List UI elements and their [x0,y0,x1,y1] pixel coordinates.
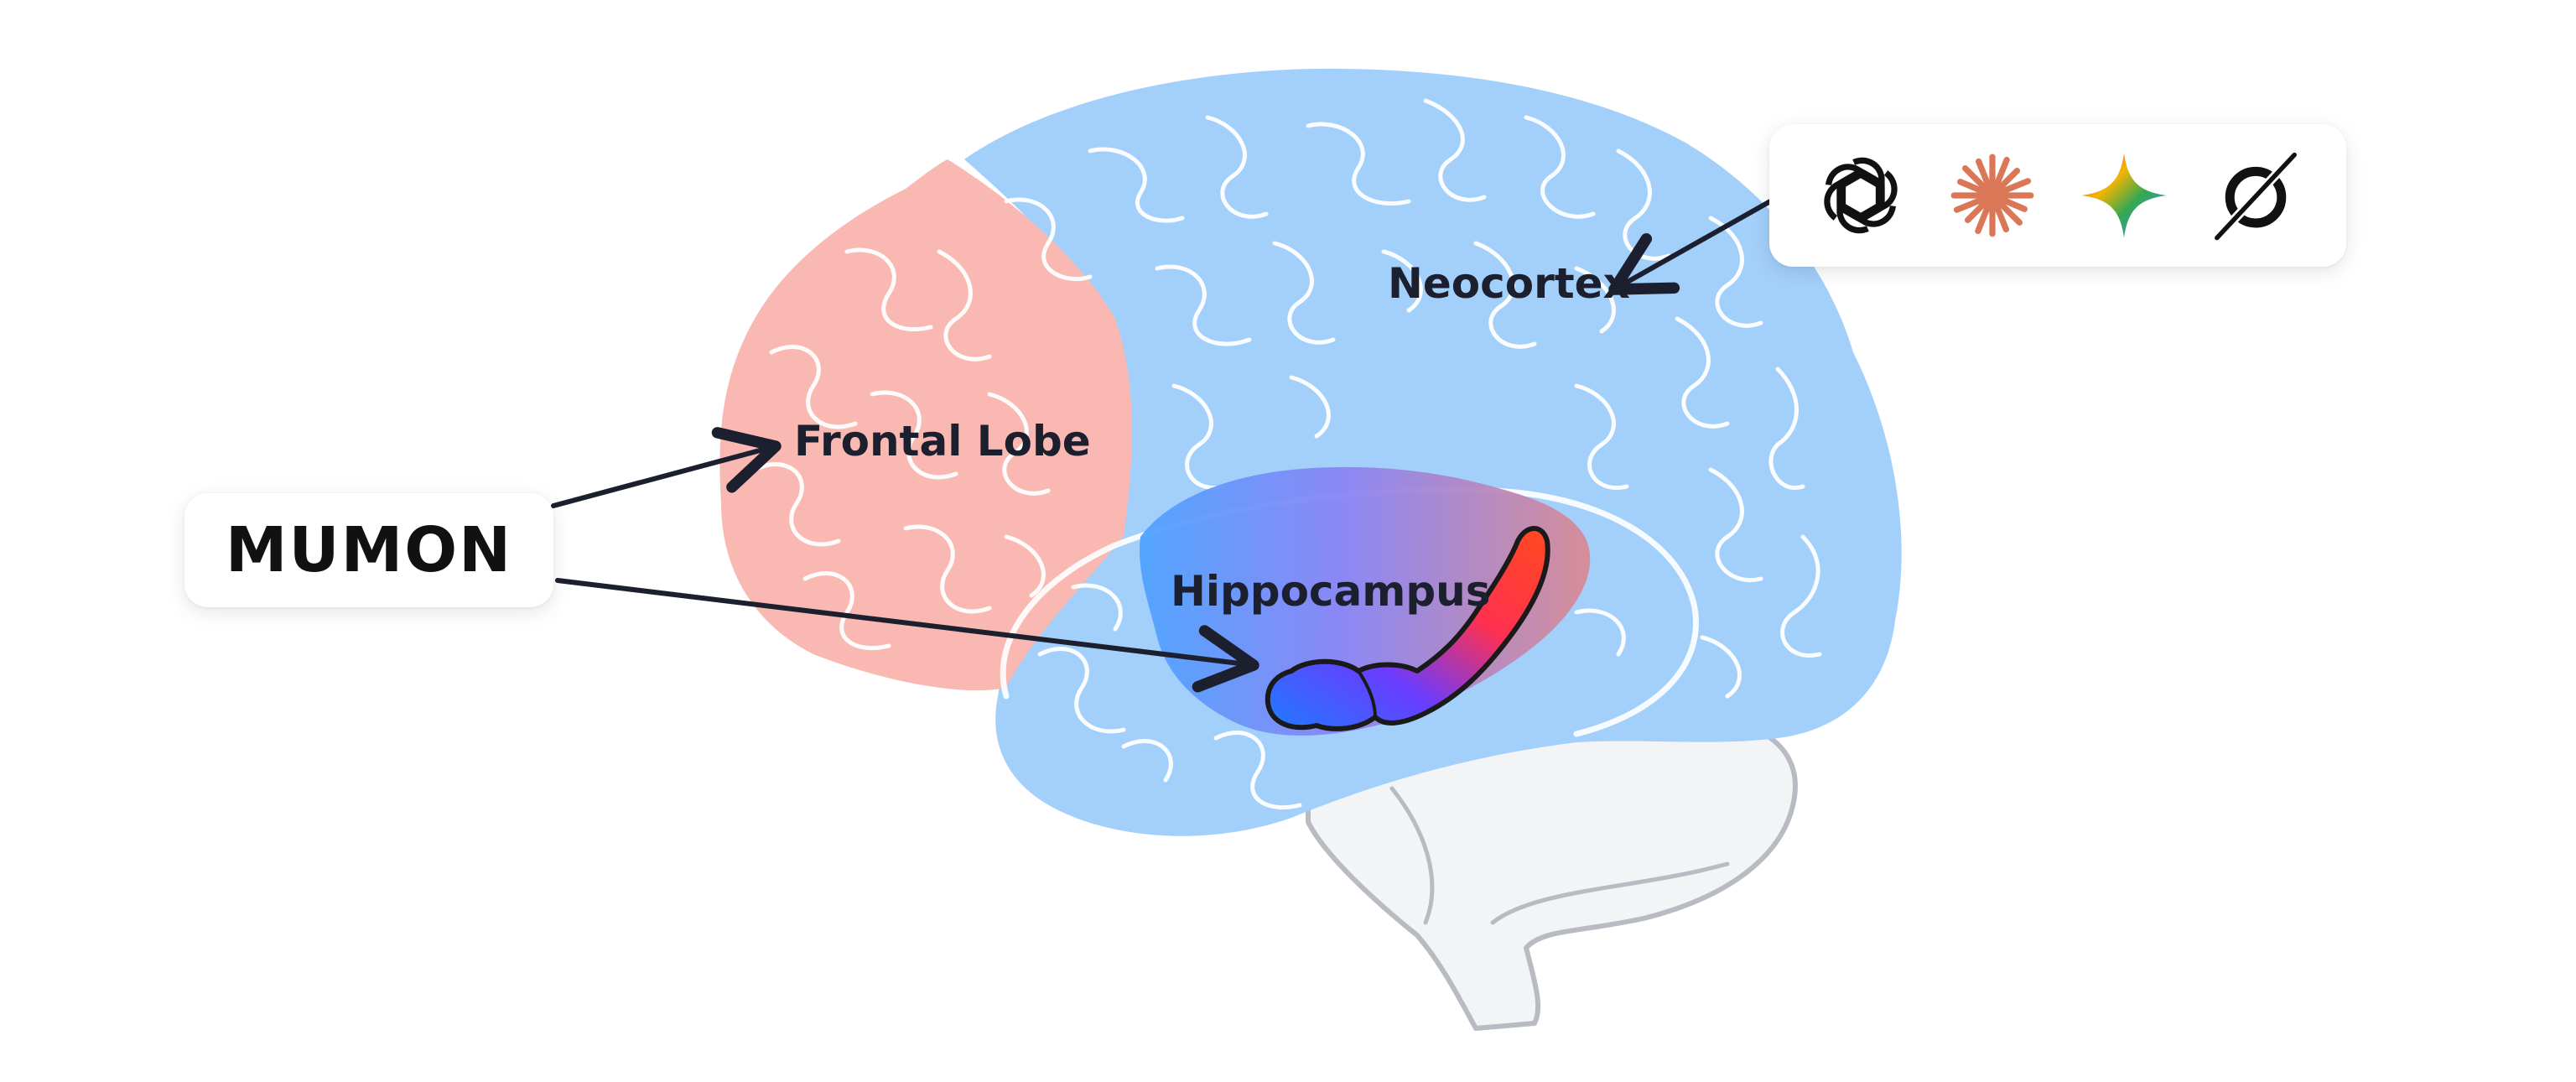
ai-logos-card [1769,124,2346,267]
annotation-arrows [551,195,1780,693]
cerebellum [1306,710,1798,1031]
mumon-logo-text: MUMON [225,514,513,586]
hippocampus-label: Hippocampus [1171,567,1491,616]
mumon-card: MUMON [184,493,553,607]
gemini-sparkle-icon [2078,149,2170,242]
perplexity-compass-icon [2210,149,2302,242]
brain-sulci [752,98,1822,810]
neocortex-label: Neocortex [1388,259,1630,308]
hippocampus-structure [1265,526,1550,731]
arrow-ai-to-neocortex [1608,195,1780,295]
claude-asterisk-icon [1946,149,2038,242]
frontal-lobe-region [719,159,1132,691]
arrow-mumon-to-hippocampus [555,578,1259,693]
arrow-mumon-to-frontal-lobe [551,427,782,508]
frontal-lobe-label: Frontal Lobe [794,417,1091,466]
openai-logo-icon [1815,149,1907,242]
